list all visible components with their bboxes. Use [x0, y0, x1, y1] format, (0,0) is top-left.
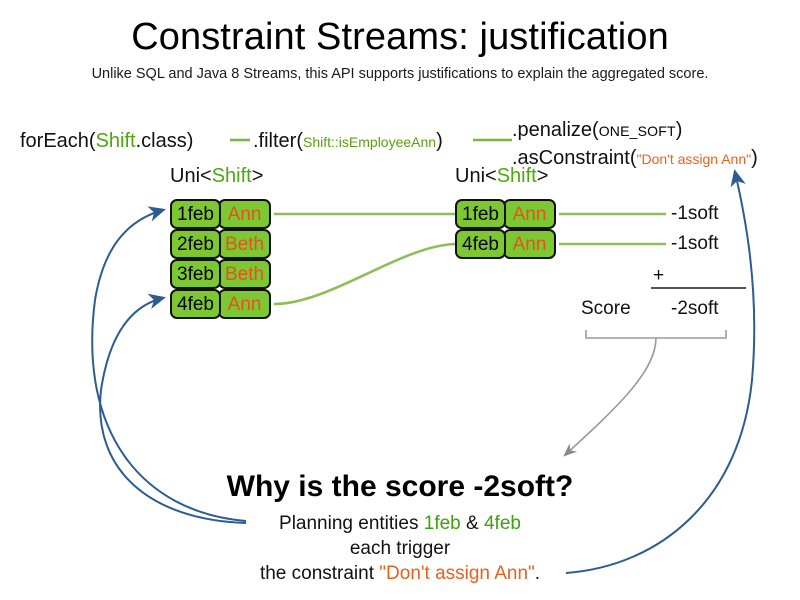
shift-date: 1feb	[455, 199, 506, 229]
uni-left-suffix: >	[251, 165, 264, 187]
page-subtitle: Unlike SQL and Java 8 Streams, this API …	[91, 66, 709, 82]
score-label: Score	[581, 298, 631, 319]
shift-card[interactable]: 2feb Beth	[170, 229, 271, 259]
code-as-constraint[interactable]: .asConstraint("Don't assign Ann")	[512, 145, 758, 173]
code-foreach[interactable]: forEach(Shift.class)	[20, 130, 193, 153]
uni-right-type: Shift	[496, 165, 537, 187]
justification-text: Planning entities 1feb & 4feb each trigg…	[0, 511, 800, 586]
score-brace	[585, 330, 727, 339]
line1-join: &	[460, 513, 484, 534]
uni-right-suffix: >	[536, 165, 549, 187]
code-filter[interactable]: .filter(Shift::isEmployeeAnn)	[253, 130, 443, 153]
shift-date: 2feb	[170, 229, 221, 259]
shift-stack-right: 1feb Ann 4feb Ann	[455, 199, 556, 259]
shift-date: 4feb	[170, 289, 221, 319]
justification-line-1: Planning entities 1feb & 4feb	[0, 511, 800, 536]
sum-operator: +	[653, 265, 665, 286]
foreach-prefix: forEach(	[20, 130, 96, 152]
stream-label-right: Uni<Shift>	[455, 165, 548, 188]
score-total: -2soft	[671, 298, 719, 319]
code-penalize[interactable]: .penalize(ONE_SOFT)	[512, 117, 758, 145]
shift-card[interactable]: 4feb Ann	[170, 289, 271, 319]
as-constraint-name: "Don't assign Ann"	[636, 151, 752, 167]
shift-date: 3feb	[170, 259, 221, 289]
shift-employee: Ann	[503, 199, 556, 229]
shift-card[interactable]: 1feb Ann	[170, 199, 271, 229]
as-constraint-suffix: )	[751, 147, 758, 169]
penalize-constant: ONE_SOFT	[598, 123, 676, 139]
line1-prefix: Planning entities	[279, 513, 424, 534]
filter-method: Shift::isEmployeeAnn	[303, 134, 437, 150]
shift-card[interactable]: 1feb Ann	[455, 199, 556, 229]
penalty-value-1feb: -1soft	[671, 203, 719, 224]
entity-4feb: 4feb	[483, 513, 521, 534]
shift-employee: Beth	[218, 259, 271, 289]
filter-prefix: .filter(	[253, 130, 303, 152]
penalize-suffix: )	[675, 119, 683, 141]
foreach-suffix: .class)	[135, 130, 194, 152]
justification-question: Why is the score -2soft?	[226, 470, 574, 503]
filter-suffix: )	[436, 130, 443, 152]
penalty-connectors	[559, 212, 666, 246]
shift-employee: Ann	[218, 199, 271, 229]
shift-employee: Ann	[503, 229, 556, 259]
uni-left-type: Shift	[211, 165, 252, 187]
shift-card[interactable]: 4feb Ann	[455, 229, 556, 259]
constraint-name-ref: "Don't assign Ann"	[379, 563, 535, 584]
shift-stack-left: 1feb Ann 2feb Beth 3feb Beth 4feb Ann	[170, 199, 271, 319]
shift-employee: Ann	[218, 289, 271, 319]
line3-prefix: the constraint	[259, 563, 380, 584]
entity-1feb: 1feb	[423, 513, 461, 534]
shift-employee: Beth	[218, 229, 271, 259]
uni-left-prefix: Uni<	[170, 165, 212, 187]
shift-date: 4feb	[455, 229, 506, 259]
page-title: Constraint Streams: justification	[131, 16, 669, 58]
as-constraint-prefix: .asConstraint(	[512, 147, 637, 169]
line3-suffix: .	[534, 563, 541, 584]
justification-line-2: each trigger	[349, 538, 451, 559]
stream-label-left: Uni<Shift>	[170, 165, 263, 188]
penalize-prefix: .penalize(	[512, 119, 599, 141]
score-brace-pointer	[563, 337, 657, 457]
code-terminal[interactable]: .penalize(ONE_SOFT) .asConstraint("Don't…	[512, 117, 758, 173]
stream-connectors	[273, 212, 456, 306]
penalty-value-4feb: -1soft	[671, 233, 719, 254]
shift-date: 1feb	[170, 199, 221, 229]
foreach-type: Shift	[95, 130, 136, 152]
connector-4feb	[273, 242, 456, 306]
shift-card[interactable]: 3feb Beth	[170, 259, 271, 289]
uni-right-prefix: Uni<	[455, 165, 497, 187]
justification-line-3: the constraint "Don't assign Ann".	[0, 561, 800, 586]
